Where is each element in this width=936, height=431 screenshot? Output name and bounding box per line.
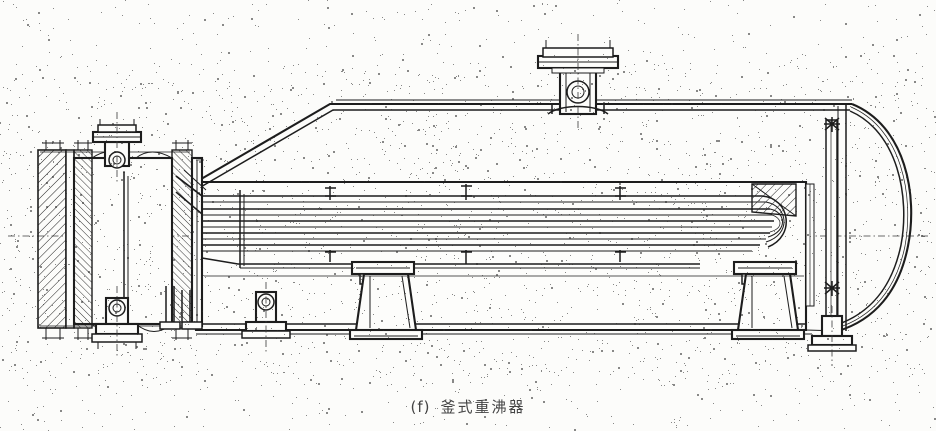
weir-plate [805,117,840,317]
figure-caption-index: (f) [410,398,431,416]
figure-caption: (f) 釜式重沸器 [0,396,936,417]
baffle-markers [325,184,626,264]
top-left-nozzle[interactable] [91,112,143,182]
saddle-support-right [730,260,806,341]
weir-fixing-bottom [824,281,840,296]
flange-bolts-top [42,140,192,150]
drain-nozzle[interactable] [807,306,857,366]
vapor-outlet-nozzle[interactable] [536,34,620,128]
liquid-level-line [196,159,804,277]
weir-fixing-top [824,117,840,132]
flange-bolts-bottom [42,328,192,340]
bottom-nozzle-3[interactable] [241,282,291,352]
dished-head [805,103,913,333]
u-tube-bundle [175,169,797,269]
bottom-nozzle-1[interactable] [91,286,143,358]
saddle-support-left [348,260,424,341]
figure-caption-text: 釜式重沸器 [440,398,526,416]
bundle-support-block [751,183,797,217]
bottom-nozzle-2[interactable] [159,286,203,330]
